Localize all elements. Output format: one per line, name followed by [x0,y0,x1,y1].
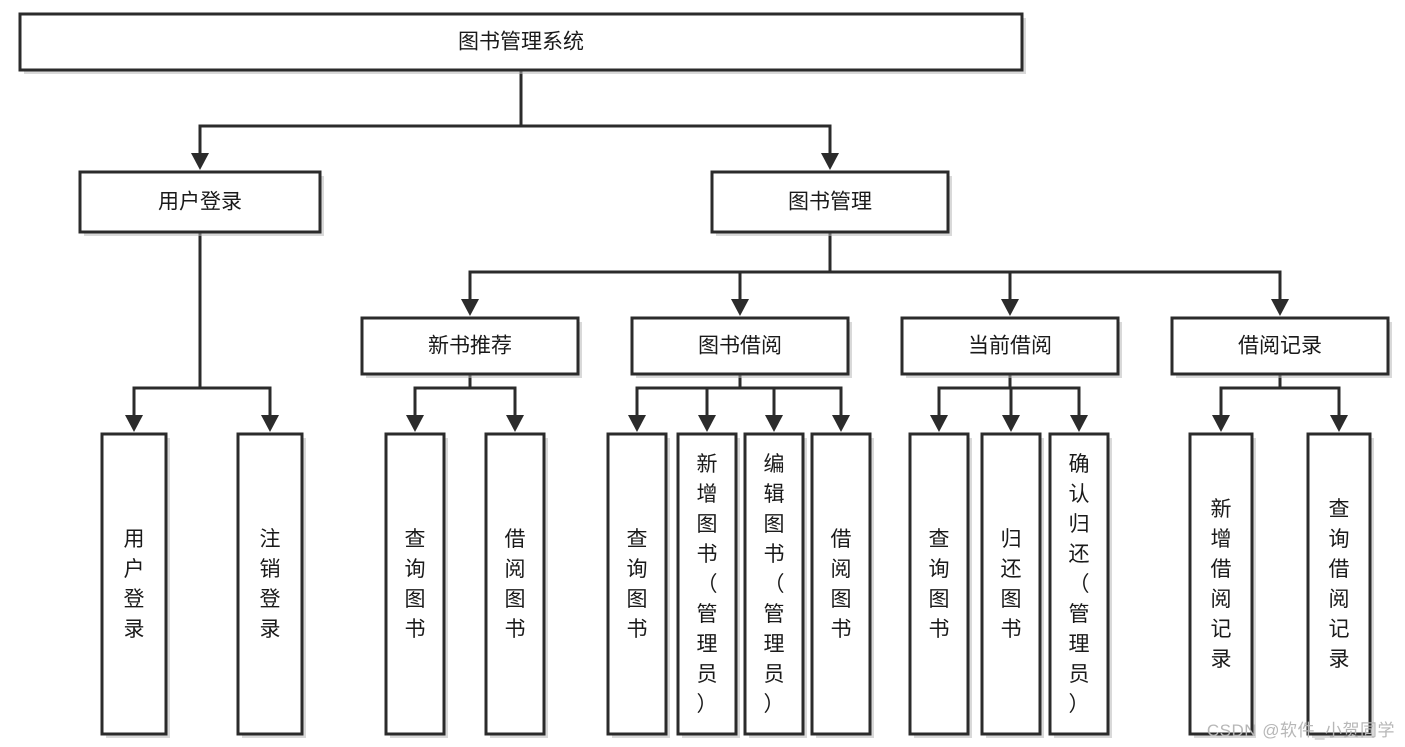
node-leaf-query-book-3[interactable]: 查询图书 [908,432,972,738]
node-label-leaf-borrow-book-1: 借阅图书 [505,528,526,641]
arrow-head-icon [821,153,839,170]
arrow-head-icon [628,415,646,432]
node-label-leaf-query-record: 查询借阅记录 [1329,498,1350,671]
node-box-leaf-borrow-book-2[interactable] [810,432,872,736]
edge-group-book-manage [461,230,1289,316]
arrow-head-icon [698,415,716,432]
edge-group-root [191,68,839,170]
node-box-leaf-add-record[interactable] [1188,432,1254,736]
node-box-leaf-add-book[interactable] [676,432,738,736]
node-box-leaf-query-book-3[interactable] [908,432,970,736]
node-leaf-add-record[interactable]: 新增借阅记录 [1188,432,1256,738]
edge-group-current-borrow [930,372,1088,432]
node-label-root: 图书管理系统 [458,31,584,54]
node-layer: 图书管理系统用户登录图书管理新书推荐图书借阅当前借阅借阅记录用户登录注销登录查询… [18,12,1392,738]
edge-group-borrow-record [1212,372,1348,432]
node-box-leaf-query-book-1[interactable] [384,432,446,736]
arrow-head-icon [1070,415,1088,432]
node-label-leaf-query-book-2: 查询图书 [627,528,648,641]
arrow-head-icon [765,415,783,432]
node-borrow-record[interactable]: 借阅记录 [1170,316,1392,378]
node-box-leaf-query-book-2[interactable] [606,432,668,736]
node-label-leaf-user-login: 用户登录 [124,528,145,641]
arrow-head-icon [261,415,279,432]
node-box-leaf-query-record[interactable] [1306,432,1372,736]
node-label-user-login: 用户登录 [158,191,242,214]
node-label-leaf-return-book: 归还图书 [1001,528,1022,641]
node-label-book-borrow: 图书借阅 [698,335,782,358]
node-leaf-query-book-2[interactable]: 查询图书 [606,432,670,738]
node-box-leaf-edit-book[interactable] [743,432,805,736]
edge-group-user-login [125,230,279,432]
node-label-leaf-logout: 注销登录 [260,528,281,641]
node-user-login[interactable]: 用户登录 [78,170,324,236]
node-leaf-query-record[interactable]: 查询借阅记录 [1306,432,1374,738]
arrow-head-icon [1271,299,1289,316]
arrow-head-icon [1002,415,1020,432]
node-leaf-add-book[interactable]: 新增图书（管理员） [676,432,740,738]
arrow-head-icon [1212,415,1230,432]
arrow-head-icon [731,299,749,316]
node-box-leaf-return-book[interactable] [980,432,1042,736]
node-label-borrow-record: 借阅记录 [1238,335,1322,358]
connector-layer [125,68,1348,432]
node-label-leaf-borrow-book-2: 借阅图书 [831,528,852,641]
node-label-leaf-query-book-3: 查询图书 [929,528,950,641]
node-box-leaf-borrow-book-1[interactable] [484,432,546,736]
node-box-leaf-confirm-return[interactable] [1048,432,1110,736]
node-box-book-manage[interactable] [710,170,950,234]
node-leaf-logout[interactable]: 注销登录 [236,432,306,738]
arrow-head-icon [406,415,424,432]
node-label-leaf-edit-book: 编辑图书（管理员） [764,453,785,716]
node-label-leaf-add-book: 新增图书（管理员） [697,453,718,716]
arrow-head-icon [191,153,209,170]
node-label-current-borrow: 当前借阅 [968,335,1052,358]
node-box-user-login[interactable] [78,170,322,234]
node-new-book-recommend[interactable]: 新书推荐 [360,316,582,378]
node-box-borrow-record[interactable] [1170,316,1390,376]
node-book-borrow[interactable]: 图书借阅 [630,316,852,378]
node-leaf-edit-book[interactable]: 编辑图书（管理员） [743,432,807,738]
arrow-head-icon [1330,415,1348,432]
node-label-leaf-query-book-1: 查询图书 [405,528,426,641]
arrow-head-icon [461,299,479,316]
arrow-head-icon [1001,299,1019,316]
arrow-head-icon [506,415,524,432]
arrow-head-icon [930,415,948,432]
node-current-borrow[interactable]: 当前借阅 [900,316,1122,378]
node-leaf-return-book[interactable]: 归还图书 [980,432,1044,738]
node-leaf-borrow-book-1[interactable]: 借阅图书 [484,432,548,738]
node-box-leaf-user-login[interactable] [100,432,168,736]
node-leaf-confirm-return[interactable]: 确认归还（管理员） [1048,432,1112,738]
arrow-head-icon [832,415,850,432]
node-box-new-book-recommend[interactable] [360,316,580,376]
node-book-manage[interactable]: 图书管理 [710,170,952,236]
node-box-root[interactable] [18,12,1024,72]
edge-group-book-borrow [628,372,850,432]
arrow-head-icon [125,415,143,432]
node-label-leaf-add-record: 新增借阅记录 [1211,498,1232,671]
node-leaf-user-login[interactable]: 用户登录 [100,432,170,738]
node-box-current-borrow[interactable] [900,316,1120,376]
edge-group-new-book-recommend [406,372,524,432]
node-label-leaf-confirm-return: 确认归还（管理员） [1069,453,1090,716]
node-box-leaf-logout[interactable] [236,432,304,736]
node-label-book-manage: 图书管理 [788,191,872,214]
node-label-new-book-recommend: 新书推荐 [428,335,512,358]
node-box-book-borrow[interactable] [630,316,850,376]
node-leaf-borrow-book-2[interactable]: 借阅图书 [810,432,874,738]
node-root[interactable]: 图书管理系统 [18,12,1026,74]
node-leaf-query-book-1[interactable]: 查询图书 [384,432,448,738]
